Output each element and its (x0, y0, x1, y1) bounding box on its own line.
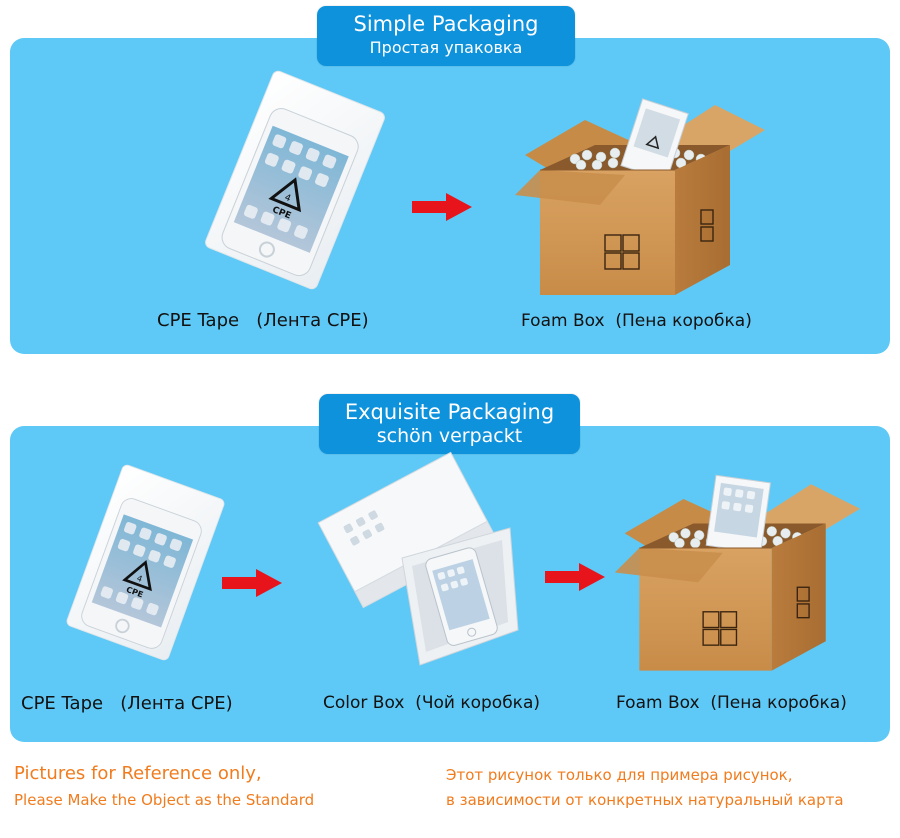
cpe-bag-image: 4 CPE (66, 464, 225, 661)
footer-note-ru-line1: Этот рисунок только для примера рисунок, (446, 766, 793, 784)
cpe-tape-label: CPE Tape (Лента CPE) (157, 310, 369, 331)
color-box-image (317, 451, 519, 666)
exquisite-packaging-subtitle: schön verpackt (376, 425, 523, 447)
simple-packaging-title: Simple Packaging (353, 12, 539, 36)
footer-note-ru-line2: в зависимости от конкретных натуральный … (446, 791, 844, 809)
foam-box-image (515, 98, 765, 295)
arrow-right-icon (545, 563, 605, 591)
foam-box-image (614, 474, 861, 671)
footer-note-en-line1: Pictures for Reference only, (14, 763, 262, 784)
arrow-right-icon (222, 569, 282, 597)
simple-packaging-subtitle: Простая упаковка (369, 38, 523, 57)
cpe-tape-label: CPE Tape (Лента CPE) (21, 693, 233, 714)
svg-text:4: 4 (136, 573, 144, 584)
foam-box-label: Foam Box (Пена коробка) (521, 311, 752, 331)
color-box-label: Color Box (Чой коробка) (323, 693, 540, 713)
simple-packaging-header: Simple Packaging Простая упаковка (317, 6, 575, 66)
svg-text:4: 4 (283, 193, 292, 205)
cpe-bag-image: 4 CPE (205, 70, 385, 290)
footer-note-en-line2: Please Make the Object as the Standard (14, 791, 315, 809)
exquisite-packaging-header: Exquisite Packaging schön verpackt (319, 394, 580, 454)
foam-box-label: Foam Box (Пена коробка) (616, 693, 847, 713)
arrow-right-icon (412, 193, 472, 221)
exquisite-packaging-title: Exquisite Packaging (344, 400, 555, 424)
